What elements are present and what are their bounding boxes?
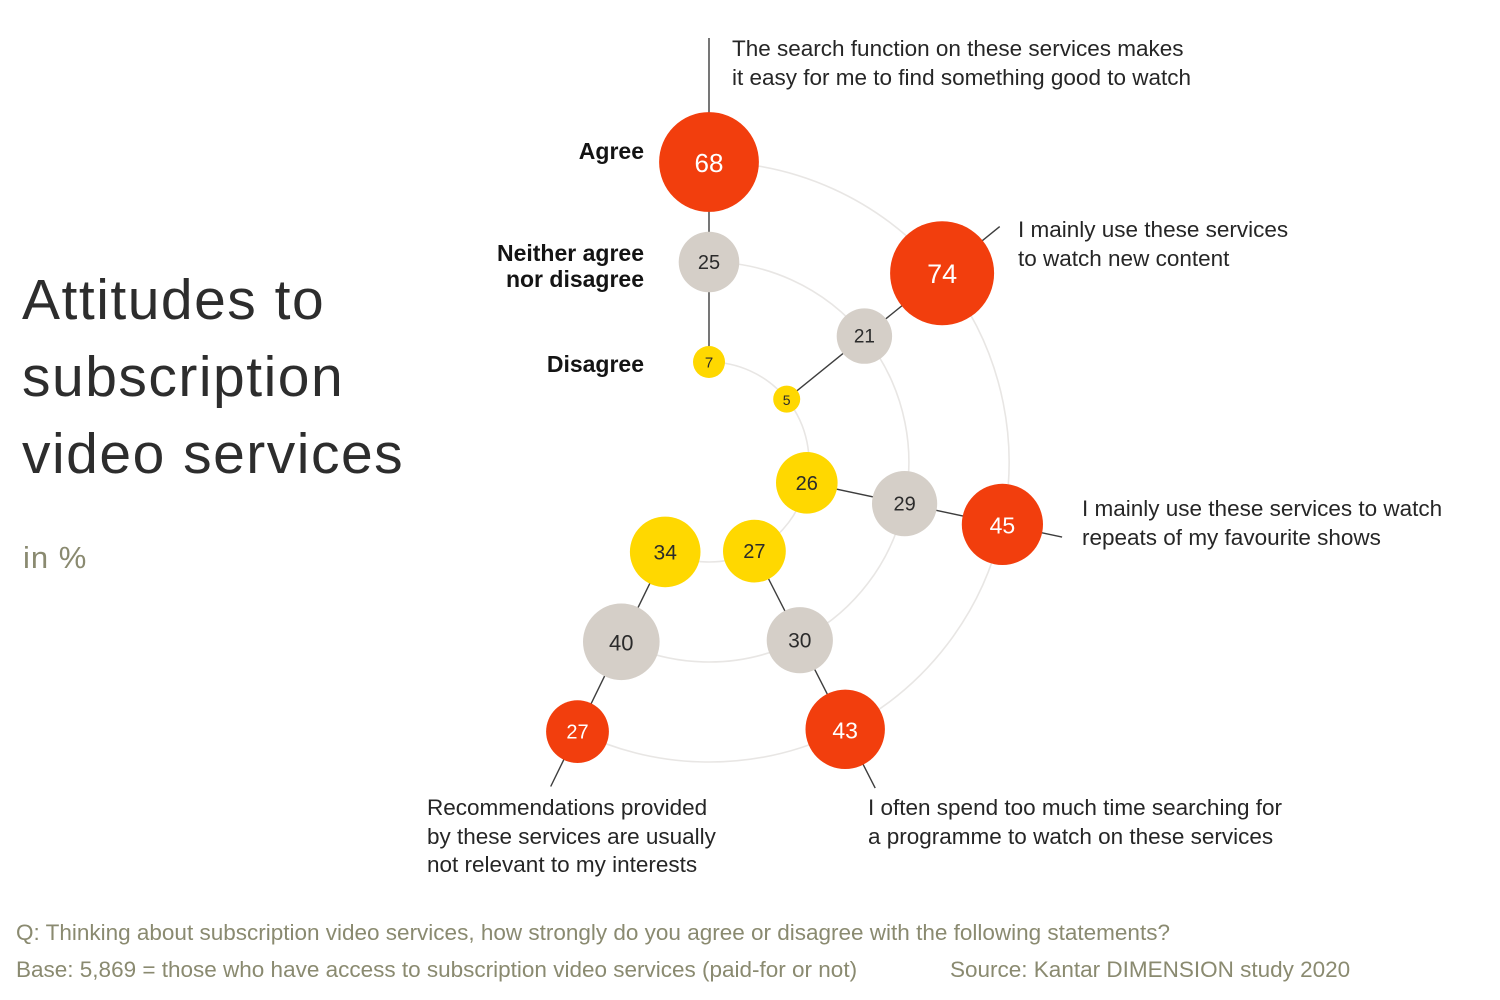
bubble-recommendations-disagree bbox=[629, 516, 701, 588]
bubble-value-too-much-time-neither: 30 bbox=[788, 630, 811, 653]
bubble-repeats-disagree bbox=[776, 452, 838, 514]
bubble-value-recommendations-neither: 40 bbox=[609, 630, 633, 655]
bubble-value-repeats-disagree: 26 bbox=[796, 473, 818, 495]
statement-label-repeats: I mainly use these services to watch rep… bbox=[1082, 496, 1443, 550]
bubble-value-recommendations-disagree: 34 bbox=[654, 541, 678, 564]
category-label-disagree: Disagree bbox=[546, 351, 644, 377]
bubble-value-search-easy-neither: 25 bbox=[698, 252, 720, 274]
bubble-repeats-agree bbox=[961, 483, 1043, 565]
bubble-search-easy-agree bbox=[659, 112, 759, 212]
statement-label-recommendations: Recommendations provided by these servic… bbox=[427, 795, 716, 877]
statement-label-new-content: I mainly use these services to watch new… bbox=[1018, 217, 1289, 271]
bubble-value-new-content-agree: 74 bbox=[927, 259, 957, 289]
bubble-value-new-content-neither: 21 bbox=[854, 327, 875, 348]
footer-base: Base: 5,869 = those who have access to s… bbox=[16, 957, 858, 982]
bubble-value-repeats-agree: 45 bbox=[990, 512, 1016, 538]
bubble-recommendations-neither bbox=[583, 603, 660, 681]
bubble-too-much-time-neither bbox=[766, 607, 833, 674]
page-title: Attitudes to subscription video services bbox=[22, 268, 405, 486]
bubble-new-content-agree bbox=[890, 221, 995, 326]
bubble-value-too-much-time-agree: 43 bbox=[832, 717, 858, 743]
statement-label-too-much-time: I often spend too much time searching fo… bbox=[868, 795, 1282, 849]
bubble-value-too-much-time-disagree: 27 bbox=[743, 541, 765, 563]
bubble-search-easy-disagree bbox=[693, 346, 725, 378]
bubble-value-repeats-neither: 29 bbox=[893, 494, 915, 516]
bubble-new-content-neither bbox=[836, 308, 893, 364]
bubble-value-search-easy-disagree: 7 bbox=[705, 355, 713, 372]
bubble-value-search-easy-agree: 68 bbox=[695, 148, 724, 178]
category-label-neither: Neither agree nor disagree bbox=[496, 240, 644, 292]
statement-label-search-easy: The search function on these services ma… bbox=[732, 36, 1191, 90]
bubble-value-new-content-disagree: 5 bbox=[783, 392, 791, 408]
page-subtitle-unit: in % bbox=[23, 540, 88, 575]
bubble-search-easy-neither bbox=[678, 231, 740, 293]
category-label-agree: Agree bbox=[578, 138, 644, 164]
footer-source: Source: Kantar DIMENSION study 2020 bbox=[950, 957, 1351, 982]
bubble-repeats-neither bbox=[872, 471, 938, 537]
bubble-too-much-time-disagree bbox=[723, 519, 786, 583]
bubble-new-content-disagree bbox=[773, 385, 801, 413]
bubble-recommendations-agree bbox=[546, 700, 609, 763]
footer-question: Q: Thinking about subscription video ser… bbox=[16, 920, 1170, 945]
bubble-too-much-time-agree bbox=[805, 689, 885, 769]
bubble-value-recommendations-agree: 27 bbox=[566, 722, 588, 744]
